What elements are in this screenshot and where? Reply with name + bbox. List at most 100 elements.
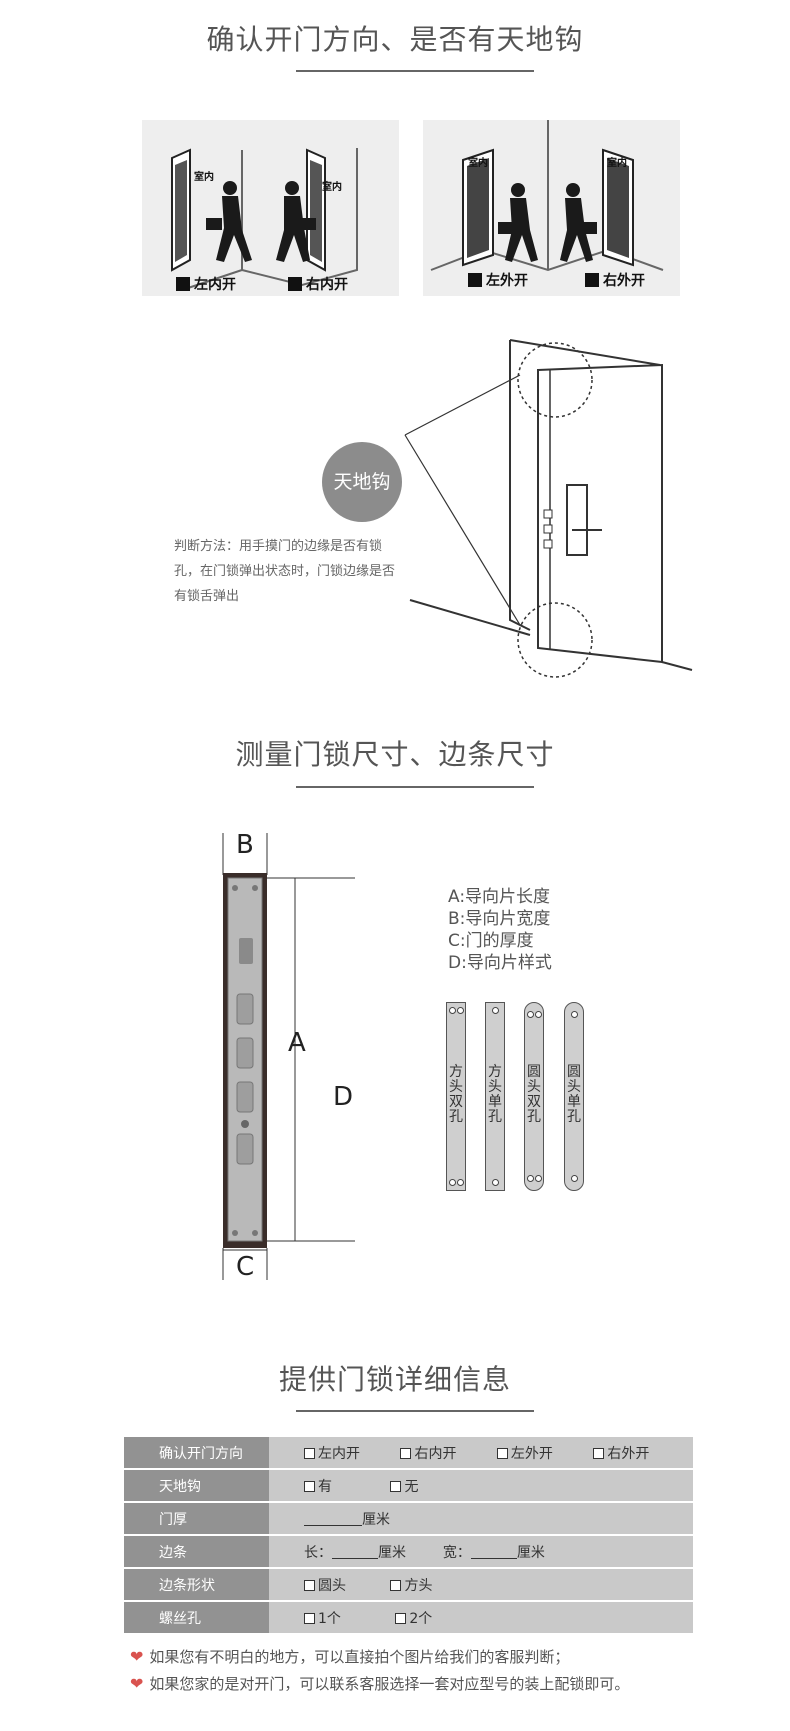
label-indoor-left-a: 室内 [194, 172, 214, 183]
unit-label: 厘米 [362, 1511, 390, 1528]
row-value: 左内开 右内开 左外开 右外开 [269, 1437, 693, 1470]
hole [535, 1011, 542, 1018]
legend-item: B:导向片宽度 [448, 909, 551, 929]
legend-item: D:导向片样式 [448, 953, 552, 973]
door-thickness-field[interactable] [304, 1524, 362, 1526]
unit-label: 厘米 [378, 1544, 406, 1561]
option-left-out[interactable]: 左外开 [496, 1443, 553, 1463]
option-two-holes[interactable]: 2个 [395, 1608, 432, 1628]
section2-title: 测量门锁尺寸、边条尺寸 [235, 738, 555, 771]
hole [457, 1007, 464, 1014]
label-indoor-right-a: 室内 [468, 158, 488, 169]
label-indoor-right-b: 室内 [607, 158, 627, 169]
checkbox[interactable] [593, 1447, 605, 1459]
square-marker [288, 277, 302, 291]
dim-label-d: D [333, 1082, 354, 1112]
label-right-out: 右外开 [585, 270, 645, 290]
note-item: ❤如果您有不明白的地方，可以直接拍个图片给我们的客服判断； [130, 1647, 570, 1666]
checkbox[interactable] [304, 1612, 315, 1624]
hole [457, 1179, 464, 1186]
label-left-in: 左内开 [176, 274, 236, 294]
hole [449, 1007, 456, 1014]
inward-opening-illustration: 室内 室内 左内开 右内开 [142, 120, 399, 296]
checkbox[interactable] [390, 1579, 402, 1591]
checkbox[interactable] [400, 1447, 412, 1459]
row-key: 确认开门方向 [124, 1437, 269, 1470]
strip-label: 方头单孔 [488, 1064, 502, 1125]
table-row: 螺丝孔 1个 2个 [124, 1601, 693, 1635]
option-one-hole[interactable]: 1个 [304, 1608, 341, 1628]
row-value: 1个 2个 [269, 1601, 693, 1635]
section3-title: 提供门锁详细信息 [278, 1363, 511, 1396]
row-value: 圆头 方头 [269, 1568, 693, 1602]
strip-square-double: 方头双孔 [446, 1002, 466, 1191]
row-key: 天地钩 [124, 1469, 269, 1503]
table-row: 边条 长： 厘米 宽： 厘米 [124, 1535, 693, 1569]
strip-round-single: 圆头单孔 [564, 1002, 584, 1191]
row-key: 边条 [124, 1535, 269, 1569]
option-left-in[interactable]: 左内开 [304, 1443, 360, 1463]
row-key: 门厚 [124, 1502, 269, 1536]
strip-round-double: 圆头双孔 [524, 1002, 544, 1191]
hook-method-text: 判断方法：用手摸门的边缘是否有锁孔，在门锁弹出状态时，门锁边缘是否有锁舌弹出 [174, 539, 396, 604]
option-no[interactable]: 无 [390, 1476, 418, 1496]
hook-tag: 天地钩 [322, 442, 402, 522]
option-yes[interactable]: 有 [304, 1476, 332, 1496]
dim-label-c: C [236, 1252, 255, 1282]
door-hook-drawing [404, 339, 693, 678]
square-marker [176, 277, 190, 291]
strip-square-single: 方头单孔 [485, 1002, 505, 1191]
hole [571, 1011, 578, 1018]
label-left-out: 左外开 [468, 270, 528, 290]
note-item: ❤如果您家的是对开门，可以联系客服选择一套对应型号的装上配锁即可。 [130, 1674, 630, 1693]
lock-dimension-drawing [222, 833, 355, 1280]
inward-doors-drawing [171, 148, 358, 291]
row-value: 长： 厘米 宽： 厘米 [269, 1535, 693, 1569]
section2-rule [296, 786, 534, 788]
row-key: 边条形状 [124, 1568, 269, 1602]
option-right-in[interactable]: 右内开 [400, 1443, 456, 1463]
heart-icon: ❤ [130, 1647, 144, 1666]
outward-opening-illustration: 室内 室内 左外开 右外开 [423, 120, 680, 296]
table-row: 天地钩 有 无 [124, 1469, 693, 1503]
option-square-head[interactable]: 方头 [390, 1575, 432, 1595]
dim-label-b: B [236, 830, 254, 860]
length-label: 长： [304, 1544, 332, 1561]
strip-width-field[interactable] [470, 1557, 517, 1559]
table-row: 门厚 厘米 [124, 1502, 693, 1536]
dim-label-a: A [288, 1028, 306, 1058]
legend-item: A:导向片长度 [448, 887, 551, 907]
heart-icon: ❤ [130, 1674, 144, 1693]
width-label: 宽： [442, 1544, 471, 1561]
option-round-head[interactable]: 圆头 [304, 1575, 346, 1595]
hole [492, 1179, 499, 1186]
checkbox[interactable] [395, 1612, 407, 1624]
checkbox[interactable] [304, 1480, 315, 1492]
lock-info-table: 确认开门方向 左内开 右内开 左外开 右外开 天地钩 有 无 门厚 厘米 边条 … [124, 1437, 693, 1635]
section1-title: 确认开门方向、是否有天地钩 [206, 23, 584, 56]
dimension-legend: A:导向片长度 B:导向片宽度 C:门的厚度 D:导向片样式 [448, 886, 552, 974]
hole [527, 1175, 534, 1182]
checkbox[interactable] [496, 1447, 508, 1459]
option-right-out[interactable]: 右外开 [593, 1443, 649, 1463]
strip-length-field[interactable] [332, 1557, 378, 1559]
row-value: 厘米 [269, 1502, 693, 1536]
row-key: 螺丝孔 [124, 1601, 269, 1635]
table-row: 边条形状 圆头 方头 [124, 1568, 693, 1602]
label-right-in: 右内开 [288, 274, 348, 294]
hole [535, 1175, 542, 1182]
label-indoor-left-b: 室内 [322, 182, 342, 193]
checkbox[interactable] [390, 1480, 402, 1492]
hole [449, 1179, 456, 1186]
table-row: 确认开门方向 左内开 右内开 左外开 右外开 [124, 1437, 693, 1470]
section1-rule [296, 70, 534, 72]
hole [571, 1175, 578, 1182]
checkbox[interactable] [304, 1579, 315, 1591]
square-marker [585, 273, 599, 287]
strip-label: 方头双孔 [449, 1064, 463, 1125]
legend-item: C:门的厚度 [448, 931, 534, 951]
outward-doors-drawing [430, 120, 664, 272]
unit-label: 厘米 [516, 1544, 545, 1561]
strip-label: 圆头双孔 [527, 1064, 541, 1125]
checkbox[interactable] [304, 1447, 315, 1459]
